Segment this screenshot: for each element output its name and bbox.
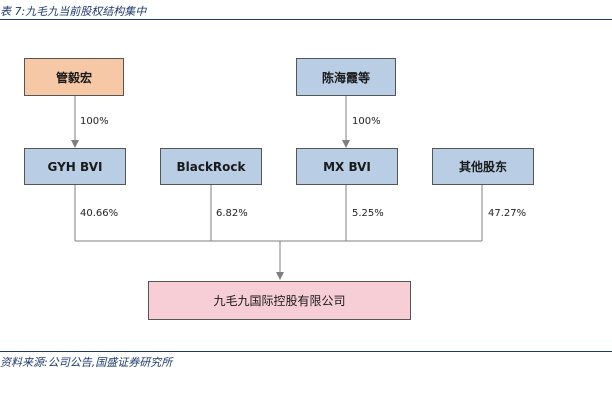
pct-others: 47.27% — [488, 208, 527, 219]
top-rule — [0, 19, 612, 20]
holder-guan-box: 管毅宏 — [24, 58, 124, 96]
shareholder-mx-label: MX BVI — [323, 159, 371, 174]
pct-mx: 5.25% — [352, 208, 384, 219]
shareholder-mx-box: MX BVI — [296, 148, 398, 185]
bottom-rule — [0, 351, 612, 352]
source-note: 资料来源:公司公告,国盛证券研究所 — [0, 356, 173, 369]
company-box: 九毛九国际控股有限公司 — [148, 281, 411, 320]
shareholder-gyh-label: GYH BVI — [47, 159, 103, 174]
figure-caption: 表 7:九毛九当前股权结构集中 — [0, 5, 147, 18]
shareholder-gyh-box: GYH BVI — [24, 148, 126, 185]
shareholder-others-label: 其他股东 — [458, 160, 507, 174]
company-label: 九毛九国际控股有限公司 — [213, 294, 346, 308]
shareholder-blackrock-box: BlackRock — [160, 148, 262, 185]
holder-chen-box: 陈海霞等 — [296, 58, 396, 96]
shareholder-others-box: 其他股东 — [432, 148, 534, 185]
shareholder-blackrock-label: BlackRock — [176, 159, 246, 174]
pct-blackrock: 6.82% — [216, 208, 248, 219]
pct-guan-gyh: 100% — [80, 116, 109, 127]
pct-chen-mx: 100% — [352, 116, 381, 127]
holder-guan-label: 管毅宏 — [55, 70, 92, 85]
holder-chen-label: 陈海霞等 — [321, 70, 370, 85]
pct-gyh: 40.66% — [80, 208, 119, 219]
